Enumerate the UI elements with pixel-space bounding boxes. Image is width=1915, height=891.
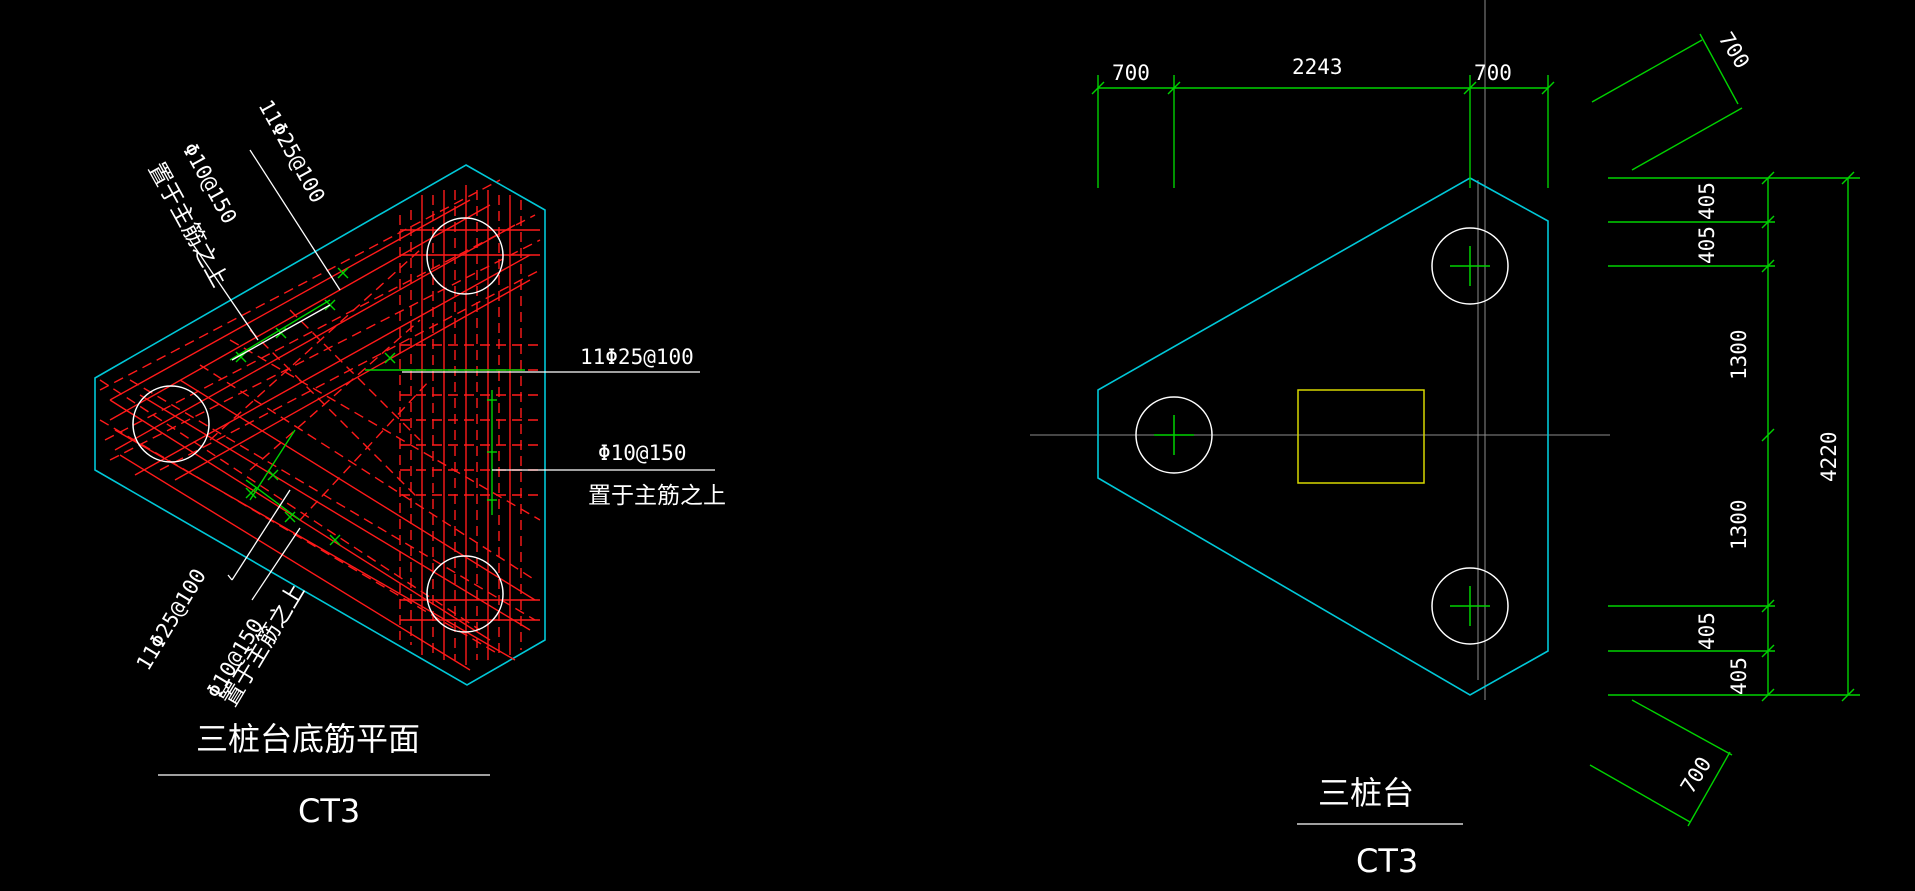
axis-lines <box>1030 0 1610 700</box>
leader-lines <box>158 149 715 776</box>
dim-right-inner-3: 1300 <box>1727 329 1751 380</box>
dim-right-inner-2: 405 <box>1695 226 1719 264</box>
pile-circle-top <box>426 217 504 295</box>
label-bar-right: 11Φ25@100 <box>580 345 694 369</box>
column-outline <box>1297 389 1425 484</box>
pile-circle-bottom <box>426 555 504 633</box>
dim-top-right: 700 <box>1474 61 1512 85</box>
left-drawing: 11Φ25@100 Φ10@150 置于主筋之上 11Φ25@100 Φ10@1… <box>94 96 726 830</box>
piles-right <box>1135 227 1509 645</box>
dim-right-inner-4: 1300 <box>1727 499 1751 550</box>
label-stirrup-right: Φ10@150 <box>598 441 687 465</box>
dim-right-inner-5: 405 <box>1695 612 1719 650</box>
dim-diagonal-bottom: 700 <box>1676 753 1716 798</box>
dim-right-total: 4220 <box>1817 431 1841 482</box>
dim-top-middle: 2243 <box>1292 55 1343 79</box>
dimension-lines <box>1091 33 1860 827</box>
drawing-code-left: CT3 <box>298 792 360 830</box>
label-bar-top: 11Φ25@100 <box>254 96 330 207</box>
label-bar-bottom: 11Φ25@100 <box>132 565 211 675</box>
right-drawing: 700 2243 700 700 700 405 405 1300 1300 4… <box>1030 0 1860 880</box>
drawing-code-right: CT3 <box>1356 842 1418 880</box>
rebar-ticks <box>229 267 525 546</box>
drawing-title-right: 三桩台 <box>1318 774 1414 812</box>
drawing-title-left: 三桩台底筋平面 <box>196 720 420 758</box>
pile-cap-outline-left <box>94 164 546 686</box>
rebar-mesh <box>99 179 541 671</box>
dim-right-inner-1: 405 <box>1695 182 1719 220</box>
dim-top-left: 700 <box>1112 61 1150 85</box>
pile-cap-outline-right <box>1097 177 1549 696</box>
label-stirrup-right-note: 置于主筋之上 <box>588 483 726 509</box>
pile-circle-left <box>132 385 210 463</box>
dim-diagonal-top: 700 <box>1714 28 1754 73</box>
dim-right-inner-6: 405 <box>1727 657 1751 695</box>
